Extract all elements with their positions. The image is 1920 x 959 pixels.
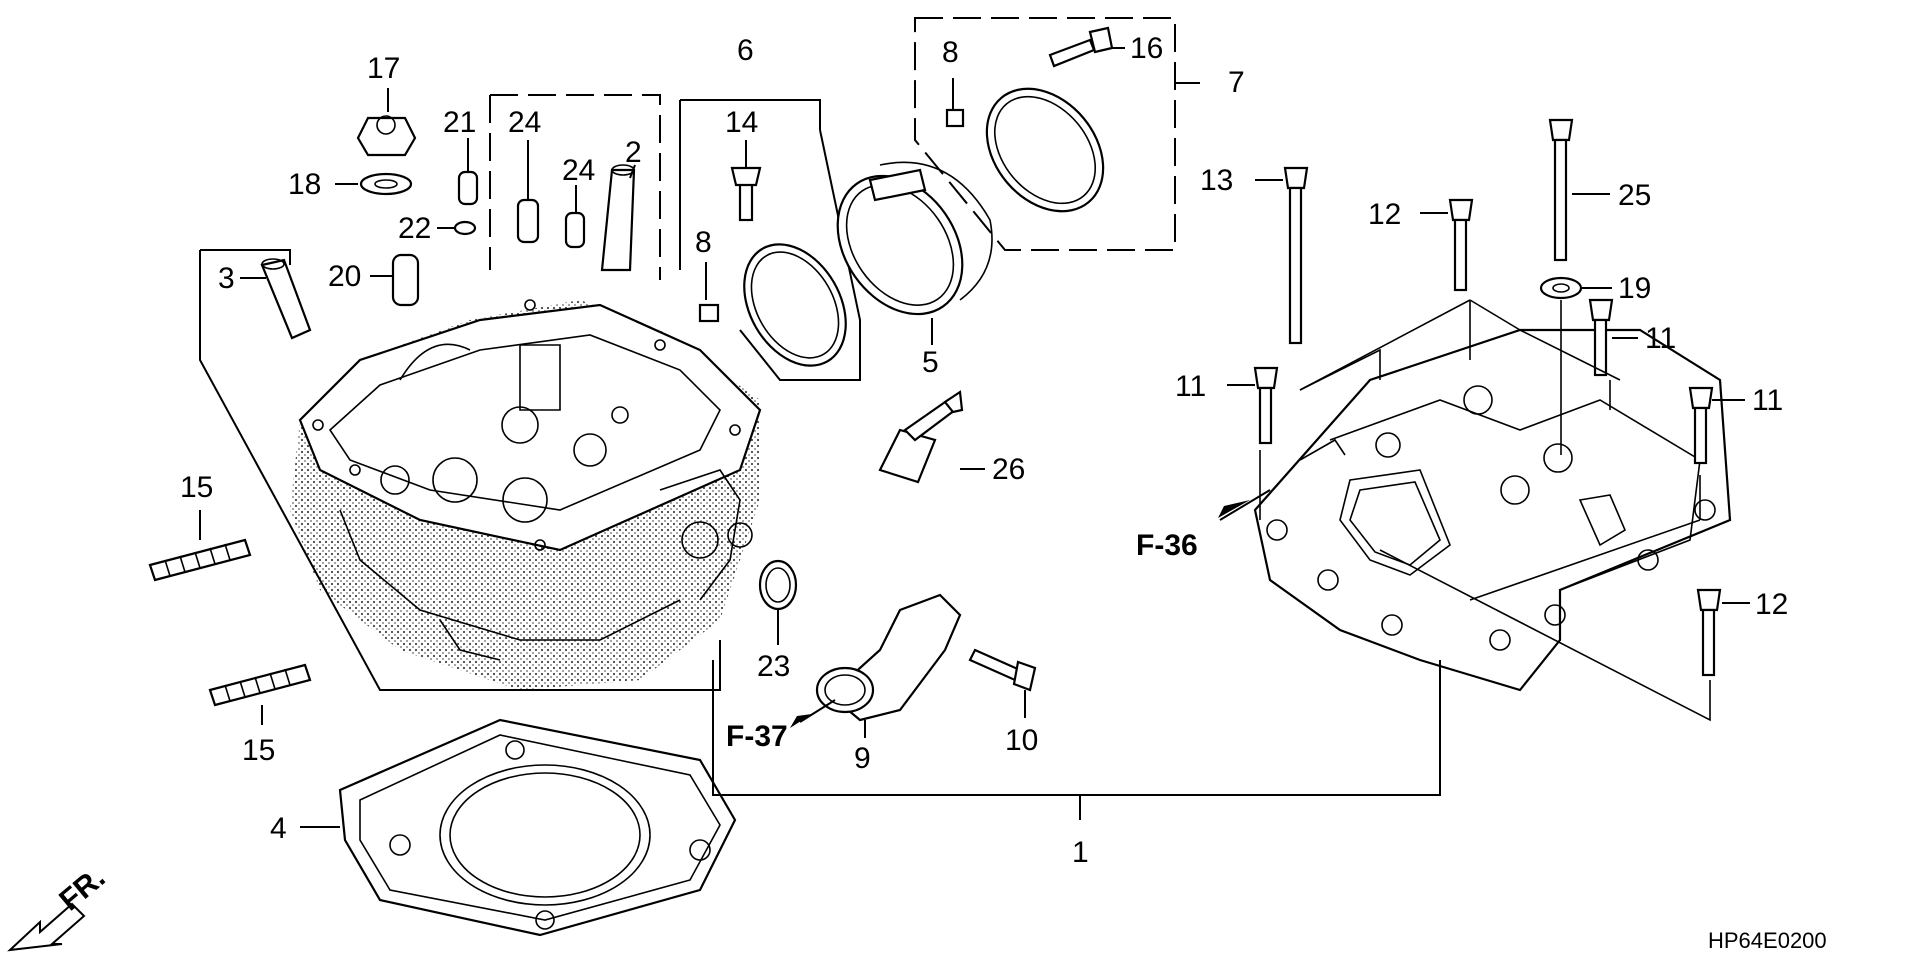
callout-24-right: 24 [562, 154, 595, 187]
bolt-12a [1448, 198, 1474, 292]
callout-2: 2 [625, 136, 642, 169]
valve-guide-20 [391, 253, 420, 307]
water-joint [815, 593, 962, 722]
ref-f36-label: F-36 [1136, 529, 1198, 562]
callout-18: 18 [288, 168, 321, 201]
callout-9: 9 [854, 742, 871, 775]
valve-guide-2 [600, 164, 636, 272]
callout-11-upper: 11 [1645, 322, 1676, 355]
callout-11-right: 11 [1752, 384, 1783, 417]
callout-25: 25 [1618, 179, 1651, 212]
callout-8-upper: 8 [942, 36, 959, 69]
intake-band-upper [985, 87, 1105, 213]
intake-band-lower [743, 243, 847, 367]
cylinder-head-cover [1253, 328, 1732, 692]
callout-15-upper: 15 [180, 471, 213, 504]
callout-21: 21 [443, 106, 476, 139]
cylinder-head-gasket [338, 718, 737, 937]
callout-3: 3 [218, 262, 235, 295]
stud-bolt-lower [208, 663, 312, 707]
bolt-13 [1283, 166, 1309, 345]
cylinder-head [290, 299, 762, 690]
callout-15-lower: 15 [242, 734, 275, 767]
washer-18 [359, 172, 413, 196]
callout-10: 10 [1005, 724, 1038, 757]
callout-17: 17 [367, 52, 400, 85]
stud-bolt-upper [148, 538, 252, 582]
ref-f36: F-36 [1136, 500, 1250, 562]
leader-lines [199, 47, 1750, 828]
callout-16: 16 [1130, 32, 1163, 65]
ref-f37: F-37 [726, 714, 812, 753]
band-nut-8a [698, 303, 720, 323]
bolt-11c [1688, 386, 1714, 465]
callout-8-lower: 8 [695, 226, 712, 259]
callout-5: 5 [922, 346, 939, 379]
intake-insulator [836, 161, 993, 316]
dowel-pin-24a [516, 198, 540, 244]
washer-19 [1539, 276, 1583, 300]
front-direction: FR. [7, 861, 112, 952]
o-ring-23 [758, 559, 798, 611]
o-ring-22 [453, 220, 477, 236]
band-nut-8b [945, 108, 965, 128]
callout-20: 20 [328, 260, 361, 293]
callout-22: 22 [398, 212, 431, 245]
callout-24-left: 24 [508, 106, 541, 139]
callout-26: 26 [992, 453, 1025, 486]
callout-6: 6 [737, 34, 754, 67]
diagram-code: HP64E0200 [1708, 928, 1827, 953]
callout-7: 7 [1228, 66, 1245, 99]
callout-11-left: 11 [1175, 370, 1206, 403]
bolt-11b [1588, 298, 1614, 377]
callout-labels: 1 2 3 4 5 6 7 8 8 9 10 11 11 11 12 12 13… [180, 32, 1788, 869]
callout-13: 13 [1200, 164, 1233, 197]
valve-guide-3 [260, 258, 312, 340]
band-screw-14 [730, 166, 762, 222]
callout-12-lower: 12 [1755, 588, 1788, 621]
bolt-12b [1696, 588, 1722, 677]
callout-1: 1 [1072, 836, 1089, 869]
spark-plug [878, 390, 964, 484]
band-screw-16 [1048, 26, 1114, 68]
bolt-10 [968, 648, 1037, 692]
front-direction-label: FR. [53, 861, 111, 917]
bolt-11a [1253, 366, 1279, 445]
dowel-pin-24b [564, 211, 586, 249]
dowel-pin-21 [457, 170, 479, 206]
bolt-25 [1548, 118, 1574, 262]
callout-4: 4 [270, 812, 287, 845]
ref-f37-label: F-37 [726, 720, 788, 753]
callout-23: 23 [757, 650, 790, 683]
callout-12-upper: 12 [1368, 198, 1401, 231]
flange-nut [356, 115, 417, 157]
callout-19: 19 [1618, 272, 1651, 305]
callout-14: 14 [725, 106, 758, 139]
